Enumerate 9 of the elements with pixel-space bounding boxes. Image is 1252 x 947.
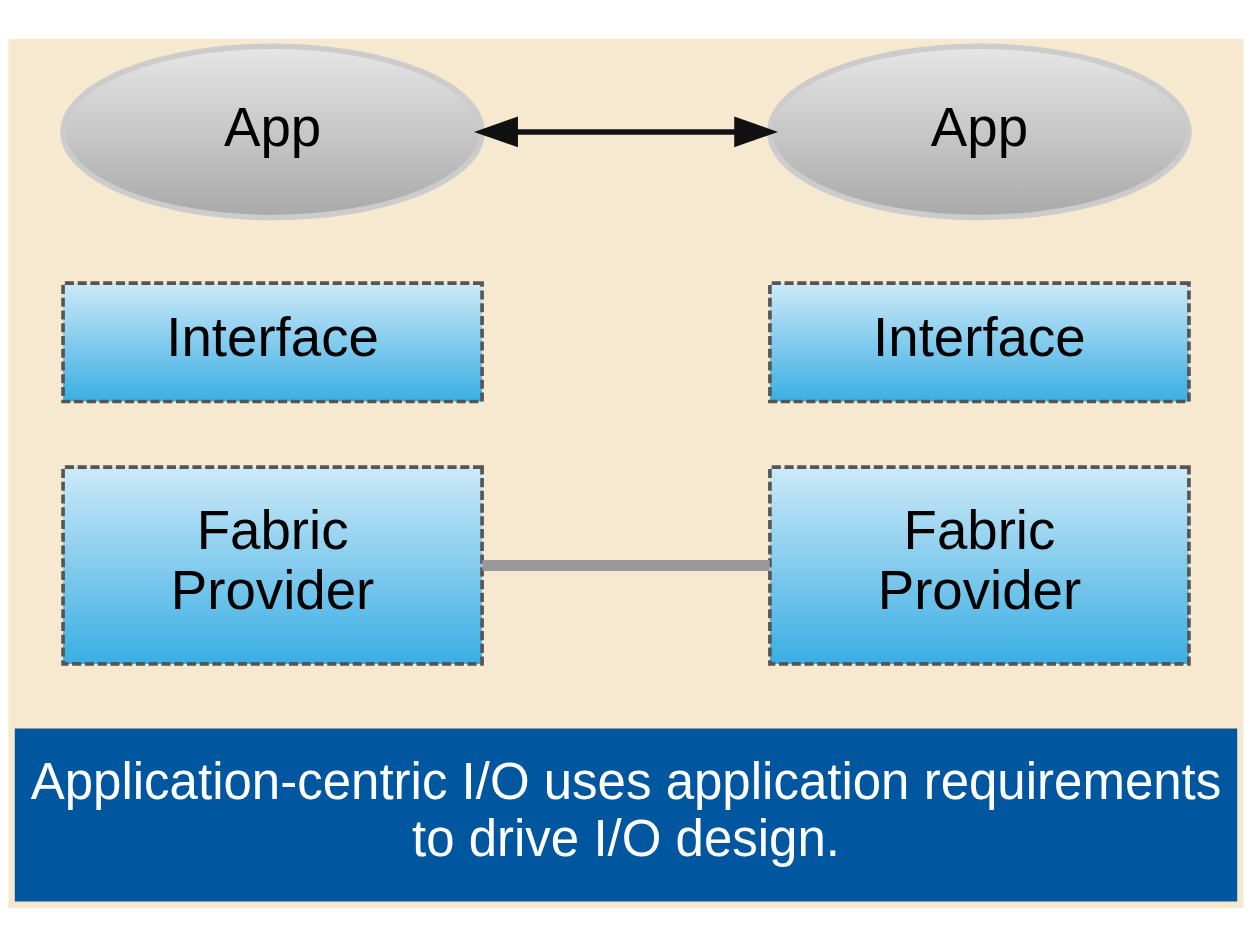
arrow: [474, 116, 779, 148]
node-box: Fabric Provider: [61, 465, 484, 666]
node-box: Interface: [768, 281, 1191, 404]
node-ellipse: App: [60, 43, 485, 221]
node-box: Fabric Provider: [768, 465, 1191, 666]
node-box: Interface: [61, 281, 484, 404]
node-box: Application-centric I/O uses application requirements to drive I/O design.: [14, 728, 1238, 902]
connector: [482, 560, 770, 571]
node-ellipse: App: [767, 43, 1192, 221]
